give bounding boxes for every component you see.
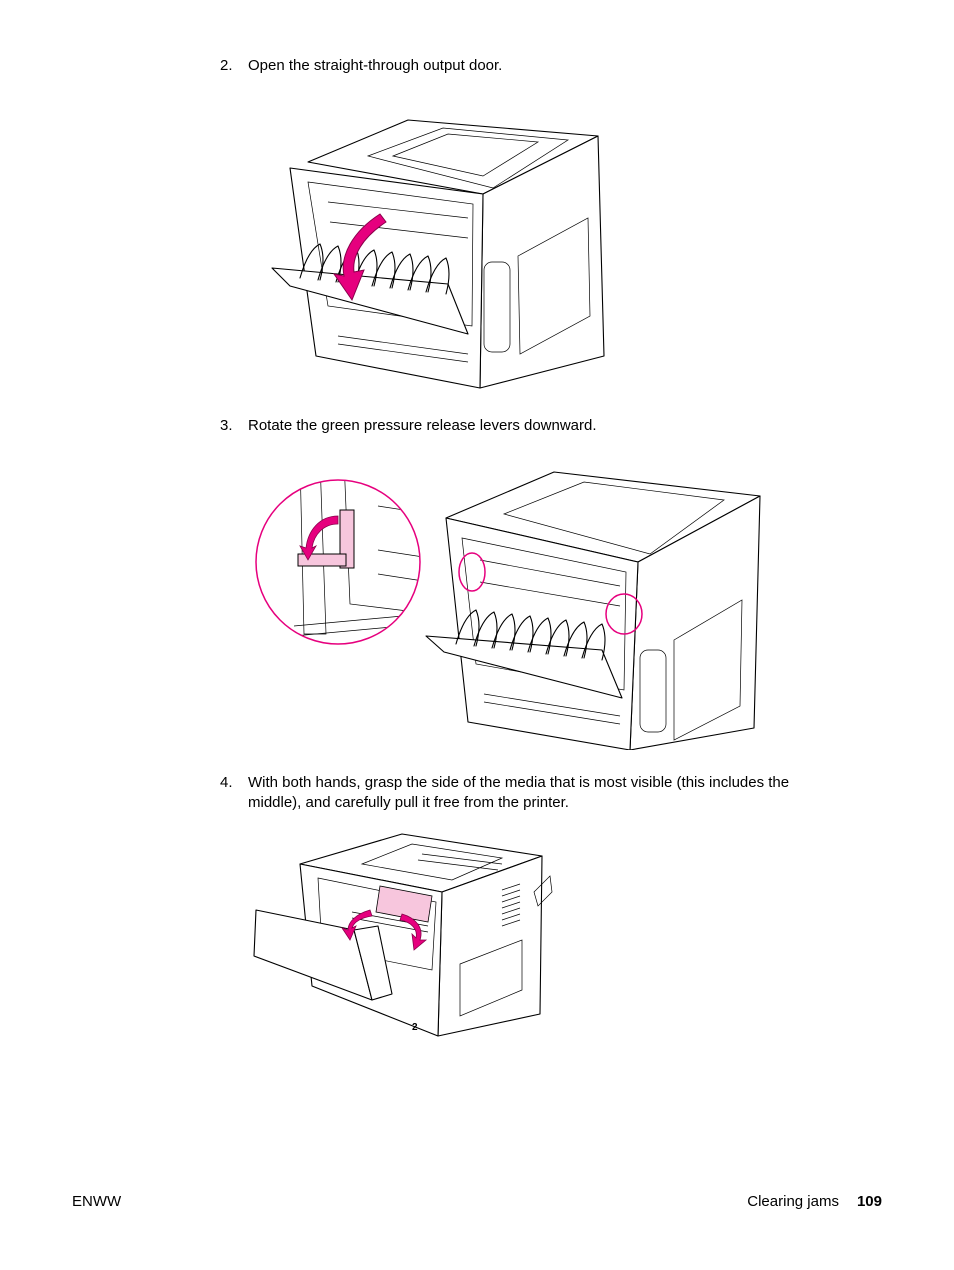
figure-pressure-release-levers bbox=[254, 454, 764, 750]
figure-pull-media-free: 2 bbox=[252, 830, 554, 1040]
figure-open-output-door bbox=[268, 106, 608, 390]
step-number: 3. bbox=[220, 417, 233, 434]
figure-number-label: 2 bbox=[412, 1022, 418, 1033]
pull-right-arrow-icon bbox=[399, 913, 428, 951]
lever-detail-callout bbox=[255, 479, 421, 645]
left-lever-marker bbox=[458, 552, 486, 592]
rotate-down-arrow-icon bbox=[332, 213, 387, 302]
step-text: With both hands, grasp the side of the m… bbox=[248, 774, 790, 811]
step-text: Rotate the green pressure release levers… bbox=[248, 417, 597, 434]
jammed-media bbox=[375, 885, 433, 923]
step-number: 4. bbox=[220, 774, 233, 791]
footer-left: ENWW bbox=[72, 1193, 122, 1210]
right-lever-marker bbox=[605, 593, 643, 635]
footer-section-title: Clearing jams bbox=[747, 1193, 839, 1210]
page-number: 109 bbox=[856, 1193, 882, 1210]
pull-left-arrow-icon bbox=[341, 909, 373, 941]
rotate-lever-arrow-icon bbox=[299, 515, 339, 561]
step-text: Open the straight-through output door. bbox=[248, 57, 503, 74]
step-number: 2. bbox=[220, 57, 233, 74]
footer-right: Clearing jams 109 bbox=[747, 1192, 882, 1212]
